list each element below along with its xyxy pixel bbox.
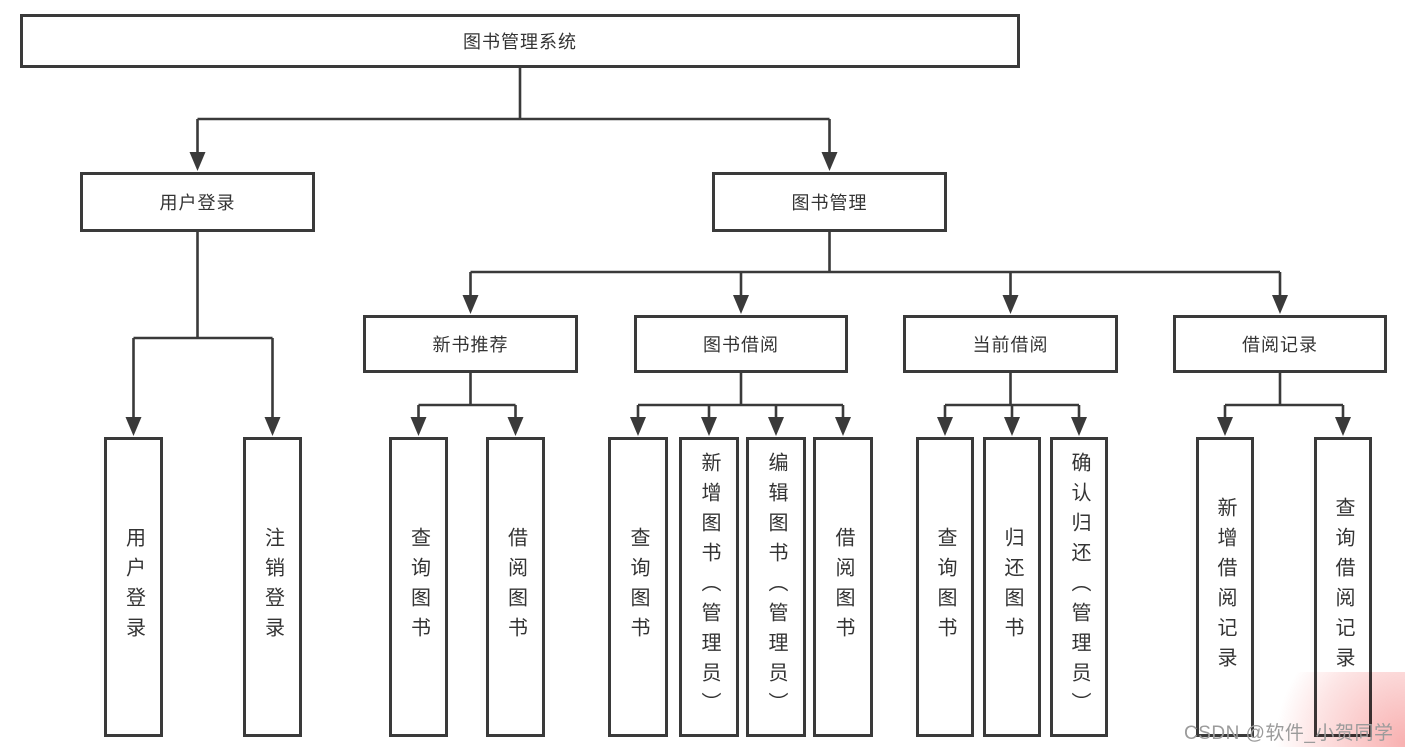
node-label: 用户登录 <box>122 527 145 647</box>
node-book-management: 图书管理 <box>712 172 947 232</box>
connector-current-borrow-to-leaves <box>937 373 1087 436</box>
node-label: 新增图书（管理员） <box>698 452 720 722</box>
node-label: 新书推荐 <box>432 335 509 355</box>
node-label: 查询借阅记录 <box>1332 497 1354 677</box>
node-label: 图书借阅 <box>703 335 779 355</box>
node-label: 借阅图书 <box>504 527 527 647</box>
node-label: 借阅图书 <box>832 527 854 647</box>
node-label: 当前借阅 <box>972 335 1049 355</box>
node-current-borrow: 当前借阅 <box>903 315 1118 373</box>
node-label: 借阅记录 <box>1242 335 1318 355</box>
node-leaf-add-books-admin: 新增图书（管理员） <box>679 437 739 737</box>
node-leaf-query-books-1: 查询图书 <box>389 437 448 737</box>
connector-new-book-to-leaves <box>410 373 524 436</box>
node-label: 图书管理 <box>791 193 868 213</box>
connector-root-to-level2 <box>189 68 838 171</box>
node-leaf-query-borrow-record: 查询借阅记录 <box>1314 437 1372 737</box>
node-label: 新增借阅记录 <box>1214 497 1236 677</box>
node-borrow-records: 借阅记录 <box>1173 315 1387 373</box>
connector-book-management-to-level3 <box>462 232 1288 314</box>
node-label: 查询图书 <box>407 527 430 647</box>
node-leaf-borrow-books-2: 借阅图书 <box>813 437 873 737</box>
node-leaf-return-books: 归还图书 <box>983 437 1041 737</box>
node-label: 图书管理系统 <box>463 32 577 52</box>
node-leaf-user-login: 用户登录 <box>104 437 163 737</box>
node-label: 编辑图书（管理员） <box>765 452 787 722</box>
node-label: 确认归还（管理员） <box>1068 452 1090 722</box>
connector-user-login-to-leaves <box>125 232 281 436</box>
node-label: 查询图书 <box>934 527 956 647</box>
connector-borrow-records-to-leaves <box>1217 373 1351 436</box>
node-label: 查询图书 <box>627 527 649 647</box>
watermark-text: CSDN @软件_小贺同学 <box>1184 723 1394 744</box>
node-leaf-query-books-3: 查询图书 <box>916 437 974 737</box>
node-leaf-confirm-return-admin: 确认归还（管理员） <box>1050 437 1108 737</box>
node-library-management-system: 图书管理系统 <box>20 14 1020 68</box>
node-new-book-recommend: 新书推荐 <box>363 315 578 373</box>
node-label: 注销登录 <box>261 527 284 647</box>
connector-book-borrow-to-leaves <box>630 373 851 436</box>
node-label: 归还图书 <box>1001 527 1023 647</box>
node-leaf-borrow-books-1: 借阅图书 <box>486 437 545 737</box>
node-leaf-logout: 注销登录 <box>243 437 302 737</box>
node-label: 用户登录 <box>159 193 236 213</box>
node-user-login: 用户登录 <box>80 172 315 232</box>
node-leaf-add-borrow-record: 新增借阅记录 <box>1196 437 1254 737</box>
node-leaf-query-books-2: 查询图书 <box>608 437 668 737</box>
node-leaf-edit-books-admin: 编辑图书（管理员） <box>746 437 806 737</box>
node-book-borrow: 图书借阅 <box>634 315 848 373</box>
